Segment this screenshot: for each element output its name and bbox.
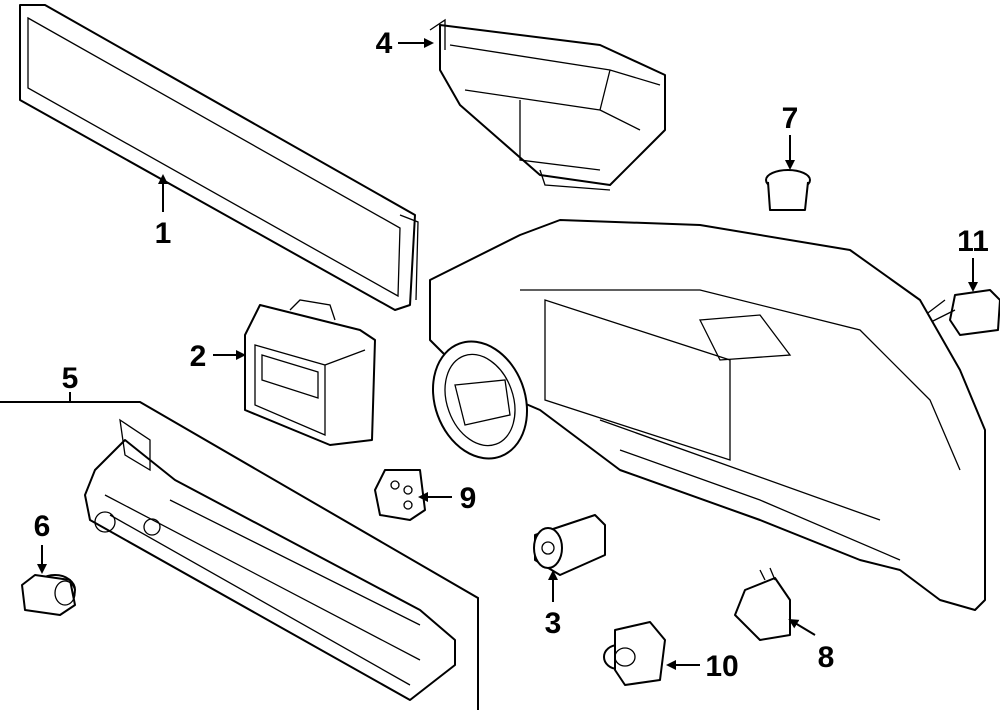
callout-10: 10: [705, 650, 738, 683]
callout-3: 3: [545, 607, 562, 640]
callout-11: 11: [957, 225, 989, 258]
part-1-display: [19, 4, 419, 311]
part-10-sensor: [603, 621, 666, 686]
callout-5: 5: [62, 362, 79, 395]
callout-1: 1: [155, 217, 172, 250]
part-11-sensor: [911, 289, 1000, 336]
part-8-relay: [734, 567, 791, 641]
callout-6: 6: [34, 510, 51, 543]
callout-8: 8: [818, 641, 835, 674]
part-2-switch-housing: [244, 299, 376, 446]
part-9-switch: [374, 469, 426, 521]
part-7-button: [765, 169, 811, 211]
callout-9: 9: [460, 482, 477, 515]
part-dashboard: [429, 219, 986, 611]
part-5-control-panel: [84, 418, 456, 701]
leader-8: [788, 618, 816, 636]
callout-4: 4: [376, 27, 393, 60]
callout-7: 7: [782, 102, 799, 135]
part-6-knob: [21, 574, 76, 616]
part-4-module: [429, 18, 666, 191]
callout-2: 2: [190, 340, 207, 373]
part-3-start-button: [533, 514, 606, 576]
